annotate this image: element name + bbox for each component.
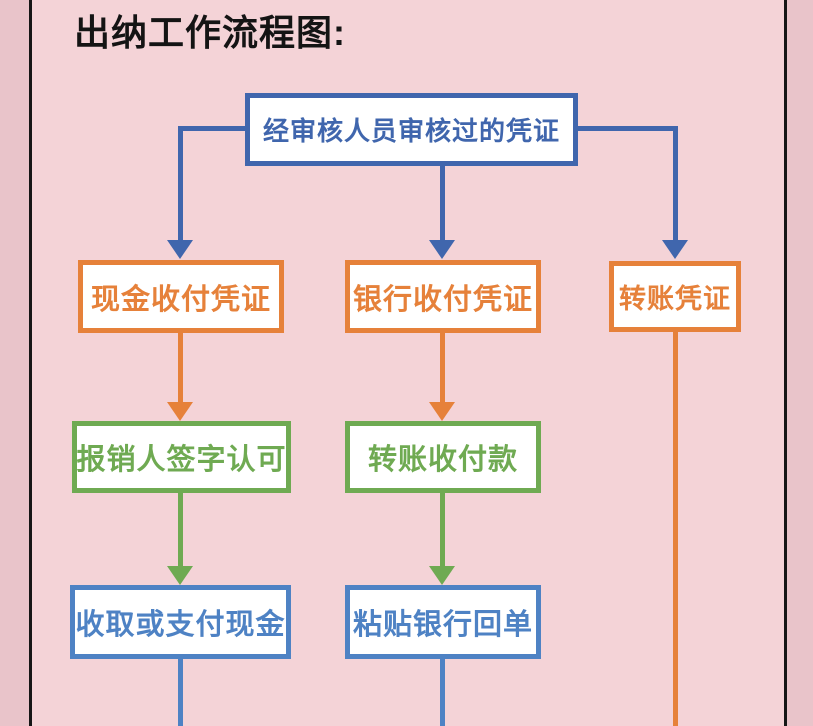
node-transfer-payment: 转账收付款 [345, 421, 541, 493]
connector-cash-to-sign [178, 332, 183, 402]
right-frame-line [784, 0, 787, 726]
node-cash-voucher: 现金收付凭证 [78, 260, 284, 333]
node-paste-bank-receipt-label: 粘贴银行回单 [352, 609, 533, 641]
connector-cashout-down [178, 659, 183, 726]
connector-sign-to-cashout [178, 493, 183, 566]
connector-transferpay-to-receipt [440, 493, 445, 566]
node-bank-voucher-label: 银行收付凭证 [352, 283, 533, 316]
node-transfer-voucher: 转账凭证 [609, 261, 741, 332]
left-frame-line [29, 0, 32, 726]
node-transfer-voucher-label: 转账凭证 [619, 284, 731, 314]
connector-root-to-cash-horizontal [178, 126, 245, 131]
node-audited-voucher-label: 经审核人员审核过的凭证 [262, 116, 560, 146]
node-audited-voucher: 经审核人员审核过的凭证 [245, 93, 578, 166]
arrow-down-icon [662, 240, 688, 259]
connector-root-to-cash-vertical [178, 126, 183, 240]
page-title: 出纳工作流程图: [74, 12, 346, 53]
node-reimburser-sign-label: 报销人签字认可 [76, 444, 287, 476]
node-paste-bank-receipt: 粘贴银行回单 [345, 585, 541, 659]
connector-receipt-down [440, 659, 445, 726]
arrow-down-icon [167, 402, 193, 421]
arrow-down-icon [429, 566, 455, 585]
arrow-down-icon [167, 566, 193, 585]
node-transfer-payment-label: 转账收付款 [367, 444, 518, 476]
connector-bank-to-transferpay [440, 332, 445, 402]
node-receive-pay-cash-label: 收取或支付现金 [75, 609, 286, 641]
node-receive-pay-cash: 收取或支付现金 [70, 585, 291, 659]
arrow-down-icon [167, 240, 193, 259]
connector-root-to-transfer-vertical [673, 126, 678, 240]
node-bank-voucher: 银行收付凭证 [345, 260, 541, 333]
connector-transfer-down [673, 332, 678, 726]
arrow-down-icon [429, 402, 455, 421]
connector-root-to-transfer-horizontal [578, 126, 678, 131]
node-cash-voucher-label: 现金收付凭证 [90, 283, 271, 316]
connector-root-to-bank-vertical [440, 165, 445, 240]
node-reimburser-sign: 报销人签字认可 [72, 421, 291, 493]
arrow-down-icon [429, 240, 455, 259]
